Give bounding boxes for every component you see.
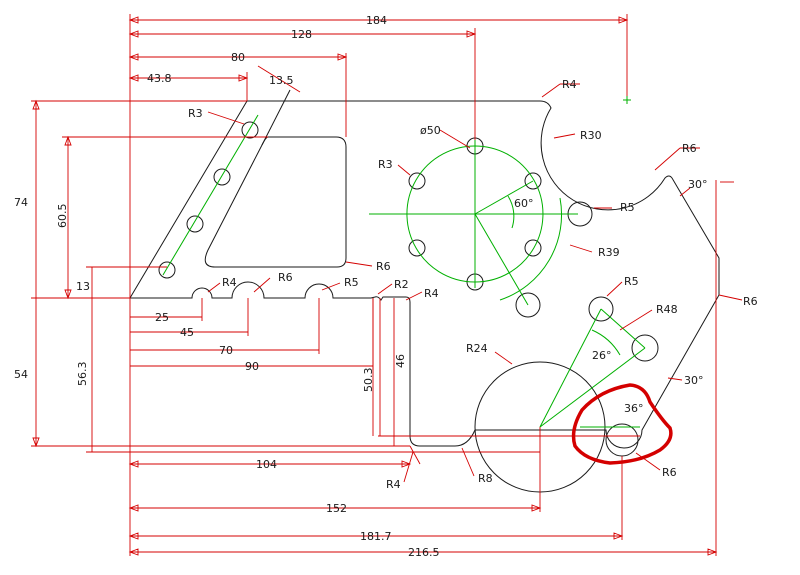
dim-181-7: 181.7 <box>360 530 392 543</box>
hole-pcd-lr <box>524 239 542 257</box>
label-r4-bottom: R4 <box>386 478 401 491</box>
label-r6-notch: R6 <box>278 271 293 284</box>
label-r3-top: R3 <box>188 107 203 120</box>
label-30-top: 30° <box>688 178 708 191</box>
dim-25: 25 <box>155 311 169 324</box>
dimension-lines <box>31 14 743 556</box>
dim-152: 152 <box>326 502 347 515</box>
hole-slot-4 <box>158 261 176 279</box>
holes <box>158 121 659 493</box>
hole-slot-1 <box>241 121 259 139</box>
dim-70: 70 <box>219 344 233 357</box>
dim-46: 46 <box>394 354 407 368</box>
part-outline <box>129 89 720 449</box>
hole-r5-lower <box>588 296 614 322</box>
dim-80: 80 <box>231 51 245 64</box>
dim-60-5: 60.5 <box>56 204 69 229</box>
dim-216-5: 216.5 <box>408 546 440 559</box>
dim-13-5: 13.5 <box>269 74 294 87</box>
r24-ray-1 <box>539 308 602 428</box>
feature-annotations: R4 R30 R6 30° R5 R39 R5 R48 R6 30° R24 2… <box>188 78 758 491</box>
hole-pcd-ul <box>408 172 426 190</box>
label-60: 60° <box>514 197 534 210</box>
label-r6-top: R6 <box>682 142 697 155</box>
label-r5-lower: R5 <box>624 275 639 288</box>
dim-56-3: 56.3 <box>76 362 89 387</box>
hole-slot-2 <box>213 168 231 186</box>
hole-pcd-ur <box>524 172 542 190</box>
label-r4-inner: R4 <box>424 287 439 300</box>
label-r6-right: R6 <box>743 295 758 308</box>
hole-pcd-ll <box>408 239 426 257</box>
label-r4-notch: R4 <box>222 276 237 289</box>
slot-centerline <box>162 114 259 276</box>
label-r2-notch: R2 <box>394 278 409 291</box>
label-r5-notch: R5 <box>344 276 359 289</box>
dim-128: 128 <box>291 28 312 41</box>
inner-slot <box>204 136 347 268</box>
angle60-arc <box>507 195 515 229</box>
arc-r39 <box>499 197 563 301</box>
dim-90: 90 <box>245 360 259 373</box>
label-r3-mid: R3 <box>378 158 393 171</box>
label-r6-bottom: R6 <box>662 466 677 479</box>
label-26: 26° <box>592 349 612 362</box>
r24-ray-2 <box>539 347 646 428</box>
label-r30: R30 <box>580 129 602 142</box>
dim-45: 45 <box>180 326 194 339</box>
dim-104: 104 <box>256 458 277 471</box>
angle26-arc <box>591 329 621 356</box>
pcd-ray-1 <box>474 180 534 215</box>
cursor-cross-icon <box>623 96 631 104</box>
label-r4-top: R4 <box>562 78 577 91</box>
dim-50-3: 50.3 <box>362 368 375 393</box>
hole-slot-3 <box>186 215 204 233</box>
hole-r5-arc <box>515 292 541 318</box>
dimension-labels: 184 128 80 43.8 13.5 74 60.5 13 25 45 70… <box>14 14 440 559</box>
slot-edge <box>261 89 291 146</box>
label-r8: R8 <box>478 472 493 485</box>
label-r5-right: R5 <box>620 201 635 214</box>
label-phi50: ø50 <box>420 124 441 137</box>
pcd-ray-2 <box>474 213 529 306</box>
label-r6-slot: R6 <box>376 260 391 273</box>
hole-r48 <box>631 334 659 362</box>
label-r39: R39 <box>598 246 620 259</box>
label-r24: R24 <box>466 342 488 355</box>
label-36: 36° <box>624 402 644 415</box>
dim-184: 184 <box>366 14 387 27</box>
hole-r6-bottom <box>605 423 639 457</box>
label-30-low: 30° <box>684 374 704 387</box>
dim-54: 54 <box>14 368 28 381</box>
dim-13: 13 <box>76 280 90 293</box>
label-r48: R48 <box>656 303 678 316</box>
center-lines <box>162 114 646 428</box>
highlight-circle <box>571 383 673 465</box>
dim-74: 74 <box>14 196 28 209</box>
dim-43-8: 43.8 <box>147 72 172 85</box>
